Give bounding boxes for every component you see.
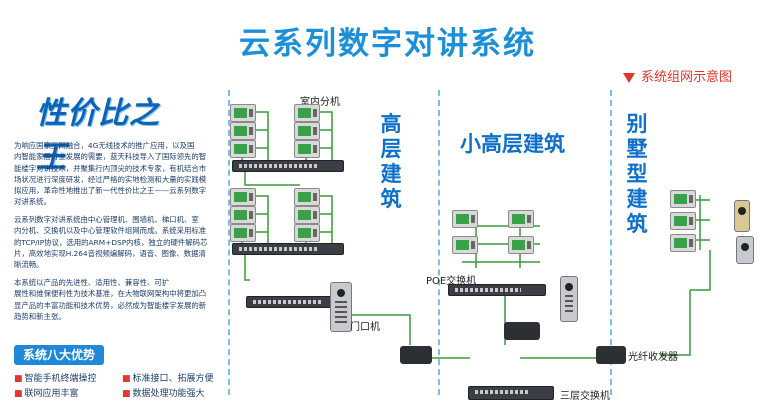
indoor-monitor xyxy=(230,224,256,242)
label-door-unit: 门口机 xyxy=(350,322,380,333)
advantage-label: 联网应用丰富 xyxy=(24,389,79,399)
advantage-label: 标准接口、拓展方便 xyxy=(132,374,214,384)
villa-door-station xyxy=(734,200,750,232)
diagram-legend: 系统组网示意图 xyxy=(623,66,732,85)
desc-line: 能楼宇对讲技术，并聚集行内顶尖的技术专家，有机结合市 xyxy=(14,163,207,173)
description-paragraph-1: 为响应国家三网融合，4G无线技术的推广应用，以及国 内智能家居行业发展的需要，蓝… xyxy=(14,140,214,208)
desc-line: 晰流畅。 xyxy=(14,260,44,270)
desc-line: 本系统以产品的先进性、适用性、兼容性、可扩 xyxy=(14,278,170,287)
label-indoor-unit: 室内分机 xyxy=(300,97,340,108)
indoor-monitor xyxy=(670,234,696,252)
desc-line: 拟应用，革命性地推出了新一代性价比之王——云系列数字 xyxy=(14,186,207,196)
indoor-monitor xyxy=(452,236,478,254)
layer3-switch xyxy=(468,386,554,400)
square-bullet-icon: ■ xyxy=(122,374,131,384)
legend-label: 系统组网示意图 xyxy=(641,70,733,85)
desc-line: 对讲系统。 xyxy=(14,197,51,207)
indoor-monitor xyxy=(508,210,534,228)
triangle-down-icon xyxy=(623,72,635,83)
indoor-monitor xyxy=(294,224,320,242)
indoor-monitor xyxy=(230,206,256,224)
advantage-label: 数据处理功能强大 xyxy=(132,389,205,399)
advantage-item: ■智能手机终端操控 xyxy=(14,371,97,384)
advantage-item: ■数据处理功能强大 xyxy=(122,386,205,399)
square-bullet-icon: ■ xyxy=(122,389,131,399)
section-divider xyxy=(610,90,612,395)
fiber-transceiver xyxy=(400,346,432,364)
desc-line: 显产品的丰富功能和技术优势，必然成为智能楼宇发展的新 xyxy=(14,300,207,310)
label-poe-switch: POE交换机 xyxy=(426,276,477,287)
poe-switch xyxy=(448,284,546,296)
description-paragraph-2: 云系列数字对讲系统由中心管理机、围墙机、梯口机、室 内分机、交换机以及中心管理软… xyxy=(14,214,214,270)
indoor-monitor xyxy=(670,190,696,208)
indoor-monitor xyxy=(508,236,534,254)
door-station xyxy=(560,276,578,322)
desc-line: 的TCP/IP协议，选用的ARM+DSP内核，独立的硬件解码芯 xyxy=(14,237,208,247)
desc-line: 趋势和新主张。 xyxy=(14,311,66,321)
indoor-monitor xyxy=(670,212,696,230)
indoor-monitor xyxy=(294,206,320,224)
page-title: 云系列数字对讲系统 xyxy=(239,26,536,62)
indoor-monitor xyxy=(230,188,256,206)
door-station xyxy=(330,282,352,332)
desc-line: 内分机、交换机以及中心管理软件组网而成。系统采用标准 xyxy=(14,226,207,236)
advantage-item: ■标准接口、拓展方便 xyxy=(122,371,214,384)
section-divider xyxy=(438,90,440,395)
section-title-high-rise: 高层建筑 xyxy=(380,112,402,211)
desc-line: 云系列数字对讲系统由中心管理机、围墙机、梯口机、室 xyxy=(14,215,199,224)
indoor-monitor xyxy=(230,140,256,158)
section-title-mid-rise: 小高层建筑 xyxy=(460,132,565,156)
desc-line: 场状况进行深度研发，经过严格的实地检测和大量的实践模 xyxy=(14,174,207,184)
desc-line: 片，高效地实现H.264音视频编解码，语音、图像、数据清 xyxy=(14,248,206,258)
desc-line: 为响应国家三网融合，4G无线技术的推广应用，以及国 xyxy=(14,141,195,150)
villa-door-station xyxy=(736,236,754,264)
advantages-title: 系统八大优势 xyxy=(14,345,104,365)
indoor-monitor xyxy=(294,188,320,206)
indoor-monitor xyxy=(294,140,320,158)
square-bullet-icon: ■ xyxy=(14,374,23,384)
indoor-monitor xyxy=(230,122,256,140)
fiber-transceiver xyxy=(596,346,626,364)
label-layer3-switch: 三层交换机 xyxy=(560,391,610,402)
advantage-item: ■联网应用丰富 xyxy=(14,386,79,399)
indoor-monitor xyxy=(230,104,256,122)
network-switch xyxy=(232,243,344,255)
indoor-monitor xyxy=(452,210,478,228)
desc-line: 内智能家居行业发展的需要，蓝天科技导入了国际领先的智 xyxy=(14,152,207,162)
desc-line: 展性和维保便利性为技术基准，在大物联网架构中将更加凸 xyxy=(14,289,207,299)
network-switch xyxy=(232,160,344,172)
indoor-monitor xyxy=(294,122,320,140)
section-title-villa: 别墅型建筑 xyxy=(626,112,648,236)
label-fiber-transceiver: 光纤收发器 xyxy=(628,352,678,363)
indoor-monitor xyxy=(294,104,320,122)
fiber-transceiver xyxy=(504,322,540,340)
description-paragraph-3: 本系统以产品的先进性、适用性、兼容性、可扩 展性和维保便利性为技术基准，在大物联… xyxy=(14,277,214,322)
advantage-label: 智能手机终端操控 xyxy=(24,374,97,384)
section-divider xyxy=(228,90,230,395)
square-bullet-icon: ■ xyxy=(14,389,23,399)
